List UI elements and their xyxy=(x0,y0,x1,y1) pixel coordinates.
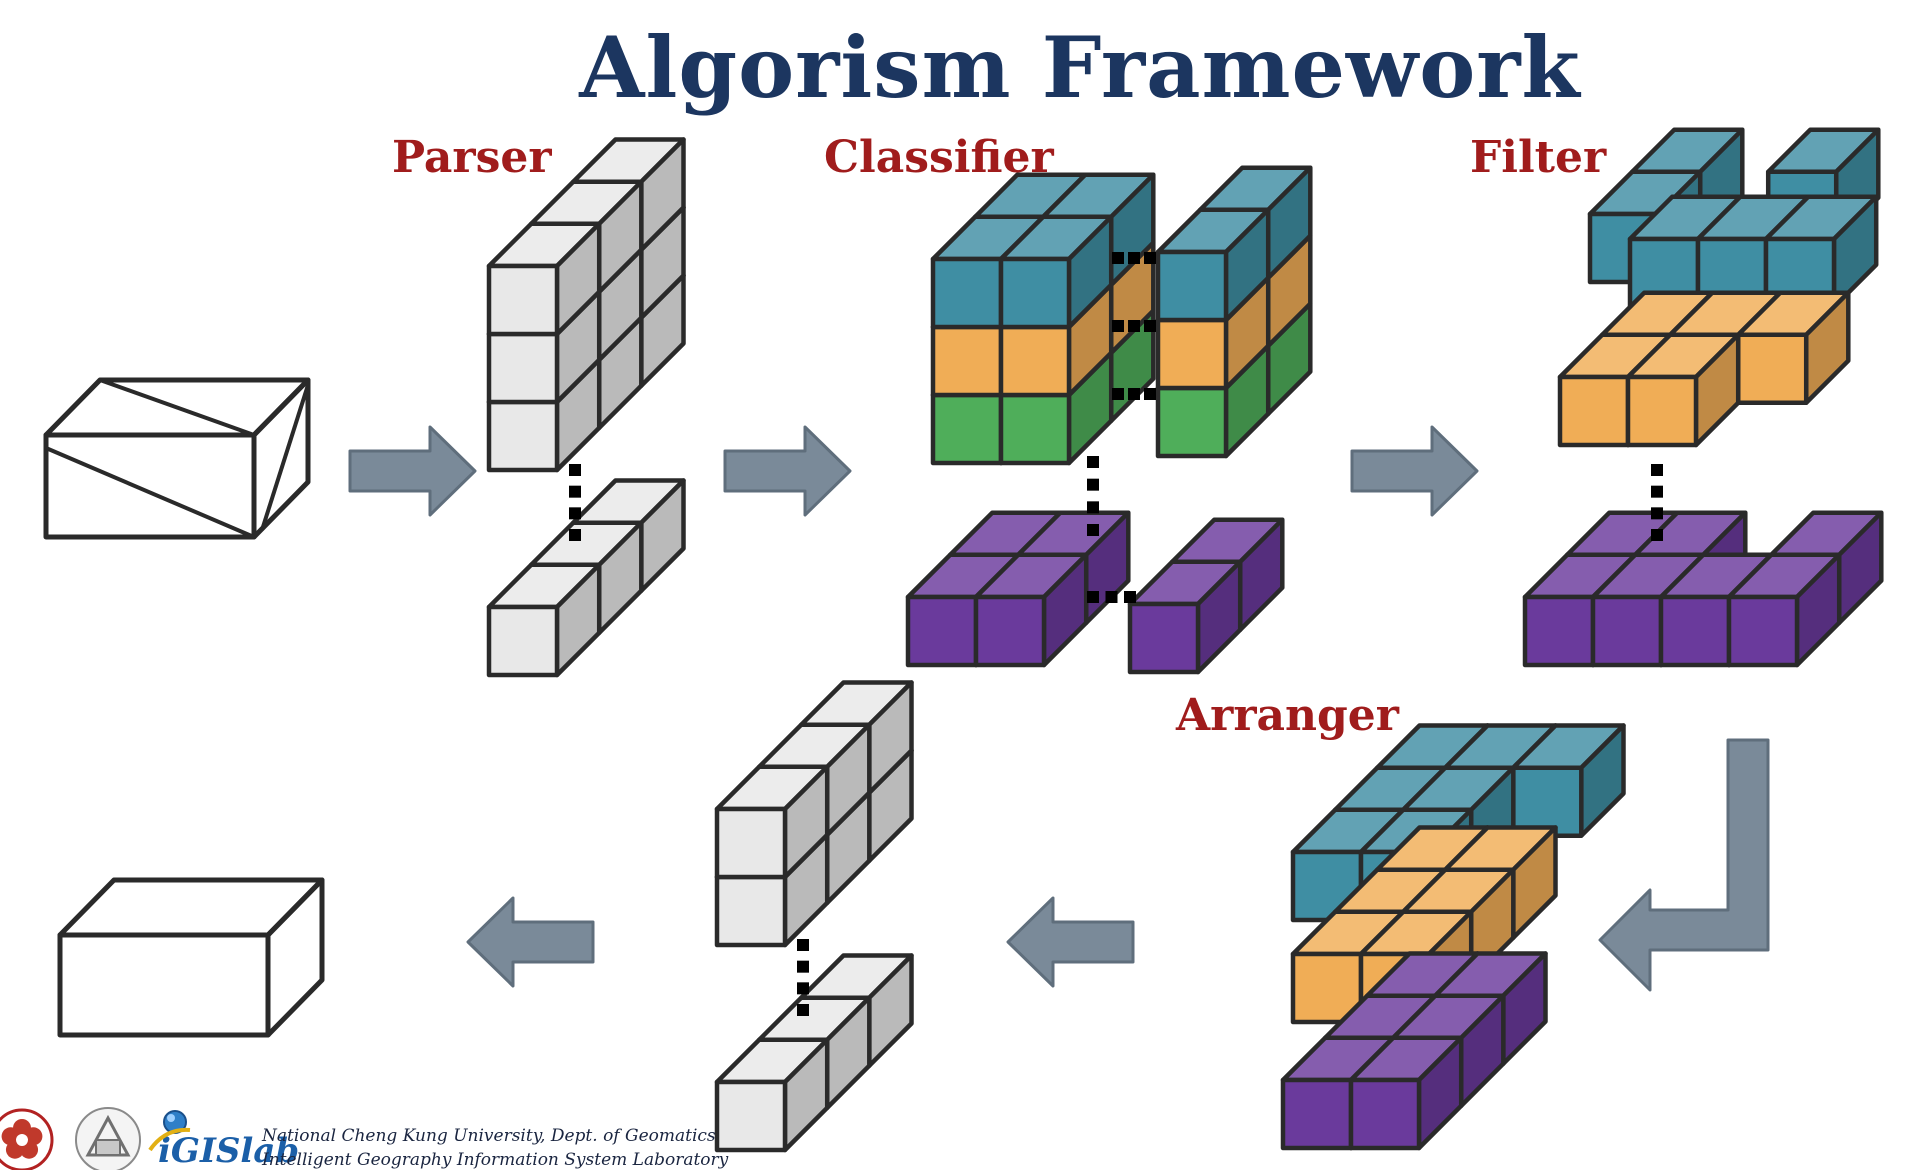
classifier-link-h1 xyxy=(1112,252,1156,264)
classifier-link-v xyxy=(1087,456,1099,536)
parser-dotted-link xyxy=(569,464,581,541)
input-box-wireframe xyxy=(43,377,311,540)
classifier-link-h3 xyxy=(1112,388,1156,400)
footer-university: National Cheng Kung University, Dept. of… xyxy=(262,1126,716,1146)
label-arranger: Arranger xyxy=(1176,690,1399,741)
classifier-block-right xyxy=(1155,165,1313,459)
arrow-input-to-parser xyxy=(348,425,477,517)
output-cubes-top xyxy=(714,680,914,948)
footer-lab: Intelligent Geography Information System… xyxy=(262,1150,729,1170)
parser-cubes-bottom xyxy=(486,478,686,678)
filter-purple xyxy=(1522,510,1884,668)
filter-orange xyxy=(1557,290,1851,448)
output-dotted-link xyxy=(797,939,809,1016)
label-parser: Parser xyxy=(392,132,552,183)
filter-dotted-link xyxy=(1651,464,1663,541)
output-cubes-bottom xyxy=(714,953,914,1153)
arrow-parser-to-classifier xyxy=(723,425,852,517)
classifier-block-left xyxy=(930,172,1156,466)
parser-cubes-top xyxy=(486,137,686,473)
arrow-to-output-box xyxy=(466,896,595,988)
label-classifier: Classifier xyxy=(824,132,1054,183)
filter-teal-front xyxy=(1627,194,1879,310)
classifier-purple-right xyxy=(1127,517,1285,675)
igislab-logo-icon: iGISlab xyxy=(148,1110,299,1170)
svg-text:iGISlab: iGISlab xyxy=(158,1131,299,1170)
ncku-seal-icon xyxy=(0,1108,54,1170)
turn-arrow xyxy=(1598,738,1770,992)
diagram-title: Algorism Framework xyxy=(579,18,1581,117)
classifier-purple-left xyxy=(905,510,1131,668)
arrow-classifier-to-filter xyxy=(1350,425,1479,517)
label-filter: Filter xyxy=(1470,132,1607,183)
arrow-arranger-to-output-cubes xyxy=(1006,896,1135,988)
classifier-link-bottom xyxy=(1087,591,1136,603)
output-box xyxy=(57,877,325,1038)
arranger-purple xyxy=(1280,951,1548,1151)
classifier-link-h2 xyxy=(1112,320,1156,332)
geomatics-dept-logo-icon xyxy=(75,1107,141,1170)
